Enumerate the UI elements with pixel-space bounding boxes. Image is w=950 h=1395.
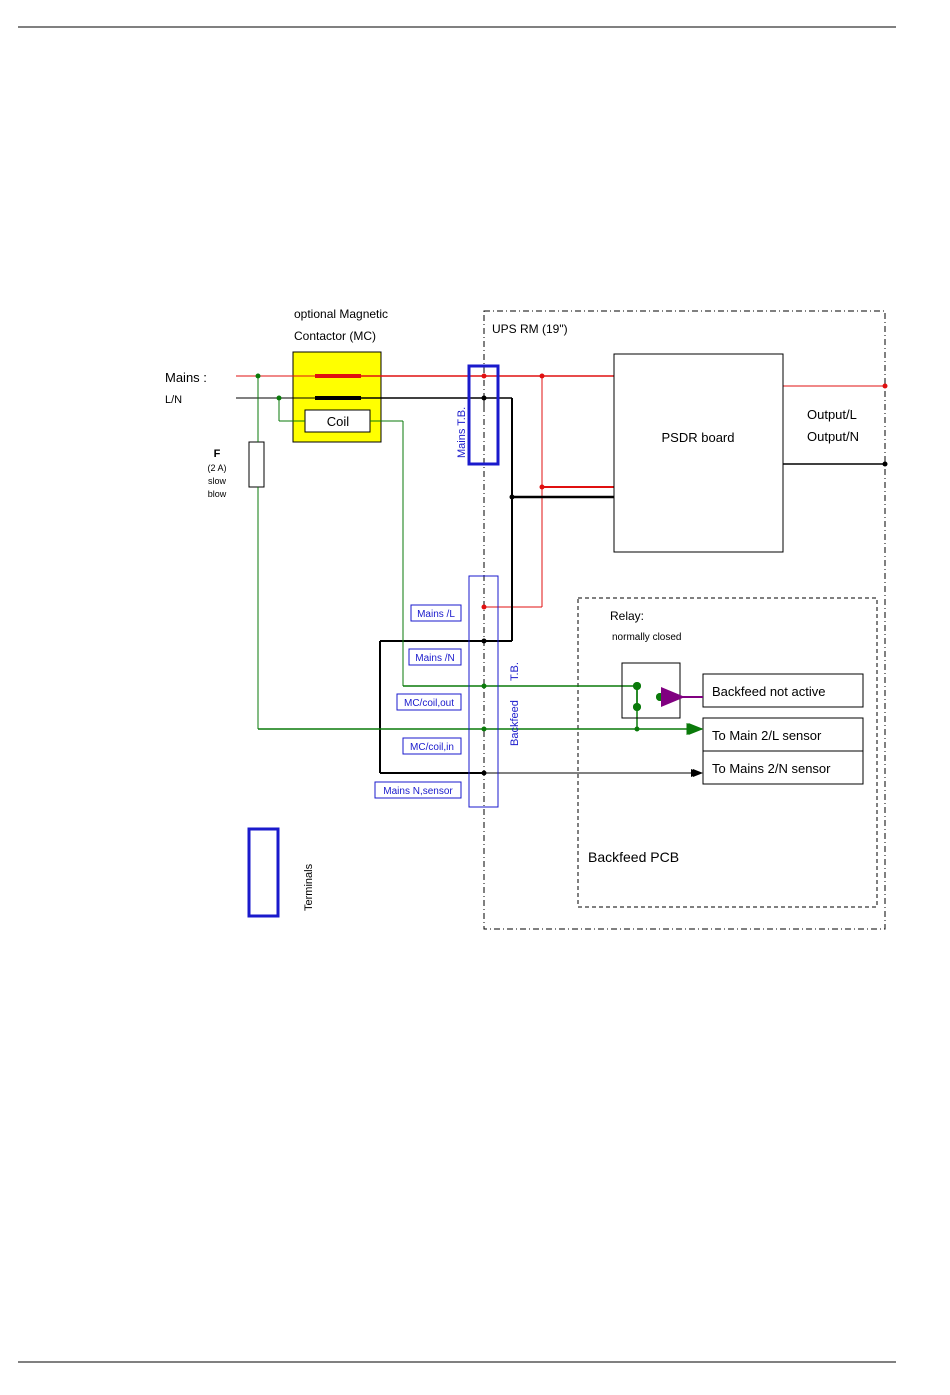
- terminal-label: Mains N,sensor: [383, 786, 453, 797]
- mains-tb-label: Mains T.B.: [456, 407, 468, 458]
- terminal-label: MC/coil,out: [404, 698, 454, 709]
- mains-ln-label: L/N: [165, 394, 182, 406]
- terminal-label: Mains /L: [417, 609, 455, 620]
- legend-label: Terminals: [303, 863, 315, 911]
- fuse-type2: blow: [208, 489, 227, 499]
- backfeed-tb-label2: T.B.: [509, 662, 521, 681]
- fuse-type1: slow: [208, 476, 227, 486]
- terminal-label: MC/coil,in: [410, 742, 454, 753]
- ups-label: UPS RM (19"): [492, 322, 568, 336]
- mc-title-line1: optional Magnetic: [294, 307, 388, 321]
- legend-terminal-swatch: [249, 829, 278, 916]
- relay-box: [622, 663, 680, 718]
- mains-n-sensor-label: To Mains 2/N sensor: [712, 761, 831, 776]
- fuse: [249, 442, 264, 487]
- mains-label: Mains :: [165, 370, 207, 385]
- terminal-label: Mains /N: [415, 653, 454, 664]
- fuse-name: F: [214, 448, 221, 460]
- terminal-labels: Mains /L Mains /N MC/coil,out MC/coil,in…: [375, 605, 461, 798]
- coil-label: Coil: [327, 414, 350, 429]
- main-l-sensor-label: To Main 2/L sensor: [712, 728, 822, 743]
- backfeed-not-active-label: Backfeed not active: [712, 684, 825, 699]
- output-l-label: Output/L: [807, 407, 857, 422]
- relay-title: Relay:: [610, 609, 644, 623]
- psdr-label: PSDR board: [662, 430, 735, 445]
- backfeed-tb-label1: Backfeed: [509, 700, 521, 746]
- relay-subtitle: normally closed: [612, 632, 681, 643]
- pcb-label: Backfeed PCB: [588, 849, 679, 865]
- fuse-rating: (2 A): [207, 463, 226, 473]
- mc-title-line2: Contactor (MC): [294, 329, 376, 343]
- output-n-label: Output/N: [807, 429, 859, 444]
- psdr-board: [614, 354, 783, 552]
- black-wires: [236, 398, 885, 773]
